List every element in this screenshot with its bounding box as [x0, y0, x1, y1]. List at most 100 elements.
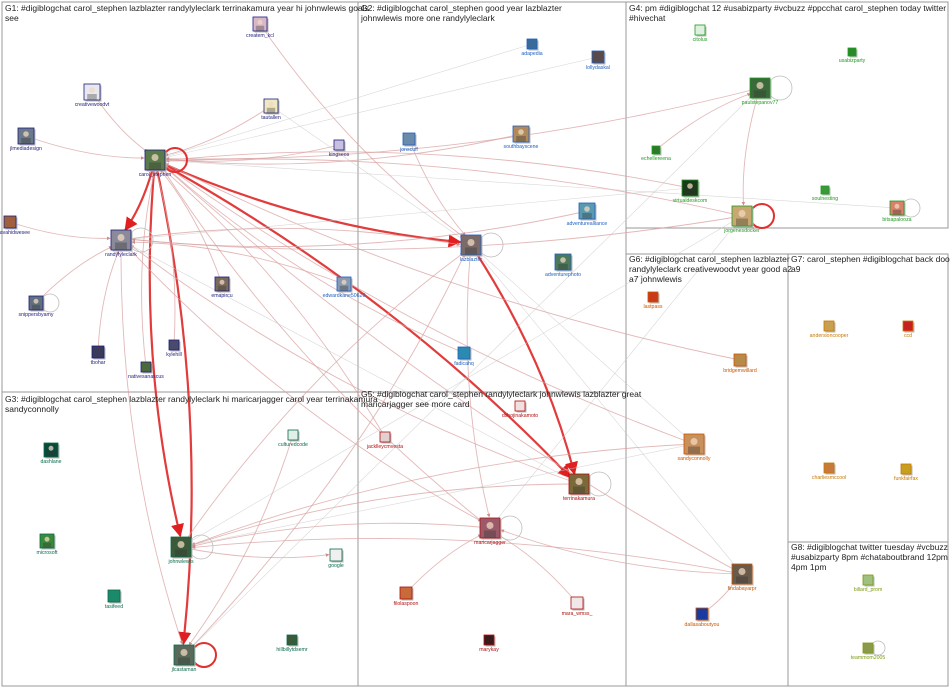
node-label: fadicahq [454, 361, 474, 367]
node-kingseos[interactable]: kingseos [329, 139, 350, 158]
edge-maricarjagger-to-carol_stephen [162, 167, 491, 529]
node-tezdavahidwesee[interactable]: tezdavahidwesee [0, 215, 30, 236]
node-jacklleycmvesta[interactable]: jacklleycmvesta [366, 431, 403, 450]
edge-paulstepanov77-to-carol_stephen [165, 87, 761, 161]
node-virtualdeskcom[interactable]: virtualdeskcom [673, 179, 708, 204]
node-label: mara_wmss_ [562, 611, 593, 617]
edge-maricarjagger-to-johnwlewis [191, 522, 491, 548]
node-terrinakamura[interactable]: terrinakamura [563, 473, 595, 502]
edge-fadicahq-to-carol_stephen [164, 165, 465, 354]
node-edwardkane50620[interactable]: edwardkane50620 [323, 276, 366, 299]
group-title-g1: see [5, 13, 19, 23]
node-charliesmccool[interactable]: charliesmccool [812, 462, 846, 481]
avatar-face [756, 82, 764, 89]
node-dshojinakamoto[interactable]: dshojinakamoto [502, 400, 538, 419]
node-label: createm_kcl [246, 33, 274, 39]
node-avatar [526, 38, 538, 50]
edge-southbayscene-to-carol_stephen [165, 133, 522, 165]
avatar-body [516, 136, 526, 142]
node-createm_kcl[interactable]: createm_kcl [246, 16, 274, 39]
node-findabayarpr[interactable]: findabayarpr [728, 563, 757, 592]
node-filolaspoon[interactable]: filolaspoon [394, 586, 419, 607]
group-titles: G1: #digiblogchat carol_stephen lazblazt… [5, 3, 950, 572]
group-title-g6: a7 johnwlewis [629, 274, 682, 284]
group-title-g5: G5: #digiblogchat carol_stephen randylyl… [361, 389, 642, 399]
node-snippersbyamy[interactable]: snippersbyamy [19, 295, 54, 318]
edge-bridgemwillard-to-carol_stephen [165, 163, 741, 361]
avatar-face [180, 649, 188, 656]
node-randylyleclark[interactable]: randylyleclark [105, 229, 137, 258]
node-dallasaboutyou[interactable]: dallasaboutyou [685, 607, 720, 628]
node-tbohar[interactable]: tbohar [91, 345, 106, 366]
node-jorgenesdocker[interactable]: jorgenesdocker [723, 205, 760, 234]
node-label: ccd [904, 333, 912, 339]
node-sandyconnolly[interactable]: sandyconnolly [678, 433, 711, 462]
node-tasifeed[interactable]: tasifeed [105, 589, 123, 610]
node-bridgemwillard[interactable]: bridgemwillard [723, 353, 757, 374]
node-label: marykay [479, 647, 499, 653]
node-avatar [107, 589, 121, 603]
node-echellereena[interactable]: echellereena [641, 145, 671, 162]
node-label: tautallen [261, 115, 281, 121]
node-google[interactable]: google [328, 548, 344, 569]
node-adventurealliance[interactable]: adventurealliance [567, 202, 608, 227]
node-microsoft[interactable]: microsoft [36, 533, 58, 556]
edge-findabayarpr-to-johnwlewis [191, 538, 743, 575]
node-jlmediadesign[interactable]: jlmediadesign [9, 127, 42, 152]
edge-tezdavahidwesee-to-randylyleclark [9, 221, 111, 241]
node-teammom2005[interactable]: teammom2005 [851, 642, 886, 661]
edge-paulstepanov77-to-jorgenesdocker [741, 87, 761, 206]
node-tautallen[interactable]: tautallen [261, 98, 281, 121]
node-billard_prom[interactable]: billard_prom [854, 574, 883, 593]
node-ccds[interactable]: ccd [902, 320, 915, 339]
node-usabizparty[interactable]: usabizparty [839, 47, 866, 64]
node-soulnesting[interactable]: soulnesting [812, 185, 838, 202]
node-fadicahq[interactable]: fadicahq [454, 346, 474, 367]
node-emapircu[interactable]: emapircu [211, 276, 233, 299]
node-maricarjagger[interactable]: maricarjagger [474, 517, 506, 546]
node-johnwlewis[interactable]: johnwlewis [167, 536, 194, 565]
node-kylehill[interactable]: kylehill [166, 339, 182, 358]
edge-randylyleclark-to-virtualdeskcom [120, 187, 691, 241]
node-avatar [694, 24, 706, 36]
node-jonscuff[interactable]: jonscuff [399, 132, 418, 153]
avatar-body [115, 242, 127, 250]
edge-terrinakamura-to-johnwlewis [191, 483, 580, 546]
node-funkfairfax[interactable]: funkfairfax [894, 463, 918, 482]
node-andersioncooper[interactable]: andersioncooper [810, 320, 849, 339]
node-southbayscene[interactable]: southbayscene [504, 125, 539, 150]
node-label: jacklleycmvesta [366, 444, 403, 450]
node-lollydaskal[interactable]: lollydaskal [586, 50, 610, 71]
node-lazblazter[interactable]: lazblazter [460, 234, 483, 263]
node-marykay[interactable]: marykay [479, 634, 499, 653]
node-lastpass[interactable]: lastpass [643, 291, 663, 310]
avatar-body [484, 530, 496, 538]
node-adapedia[interactable]: adapedia [521, 38, 543, 57]
node-hillbillytdsemr[interactable]: hillbillytdsemr [276, 634, 308, 653]
node-citolus[interactable]: citolus [693, 24, 708, 43]
node-label: randylyleclark [105, 252, 137, 258]
node-jlcastaman[interactable]: jlcastaman [171, 644, 197, 673]
edge-lazblazter-to-findabayarpr [470, 244, 743, 575]
node-adventurephoto[interactable]: adventurephoto [545, 253, 581, 278]
avatar-body [178, 657, 190, 665]
group-title-g8: 4pm 1pm [791, 562, 826, 572]
node-culturedcode[interactable]: culturedcode [278, 429, 308, 448]
avatar-body [339, 285, 349, 291]
node-avatar [399, 586, 413, 600]
node-label: billard_prom [854, 587, 883, 593]
node-avatar [457, 346, 471, 360]
node-creativewoodvt[interactable]: creativewoodvt [75, 83, 110, 108]
node-label: soulnesting [812, 196, 838, 202]
node-nativesanascus[interactable]: nativesanascus [128, 361, 164, 380]
node-dashlane[interactable]: dashlane [40, 442, 62, 465]
node-paulstepanov77[interactable]: paulstepanov77 [742, 77, 779, 106]
node-bitsapalooza[interactable]: bitsapalooza [882, 200, 912, 223]
avatar-body [582, 213, 592, 219]
node-mara_wmss_[interactable]: mara_wmss_ [562, 596, 593, 617]
node-avatar [823, 462, 835, 474]
node-label: citolus [693, 37, 708, 43]
avatar-body [558, 264, 568, 270]
node-carol_stephen[interactable]: carol_stephen [139, 149, 172, 178]
